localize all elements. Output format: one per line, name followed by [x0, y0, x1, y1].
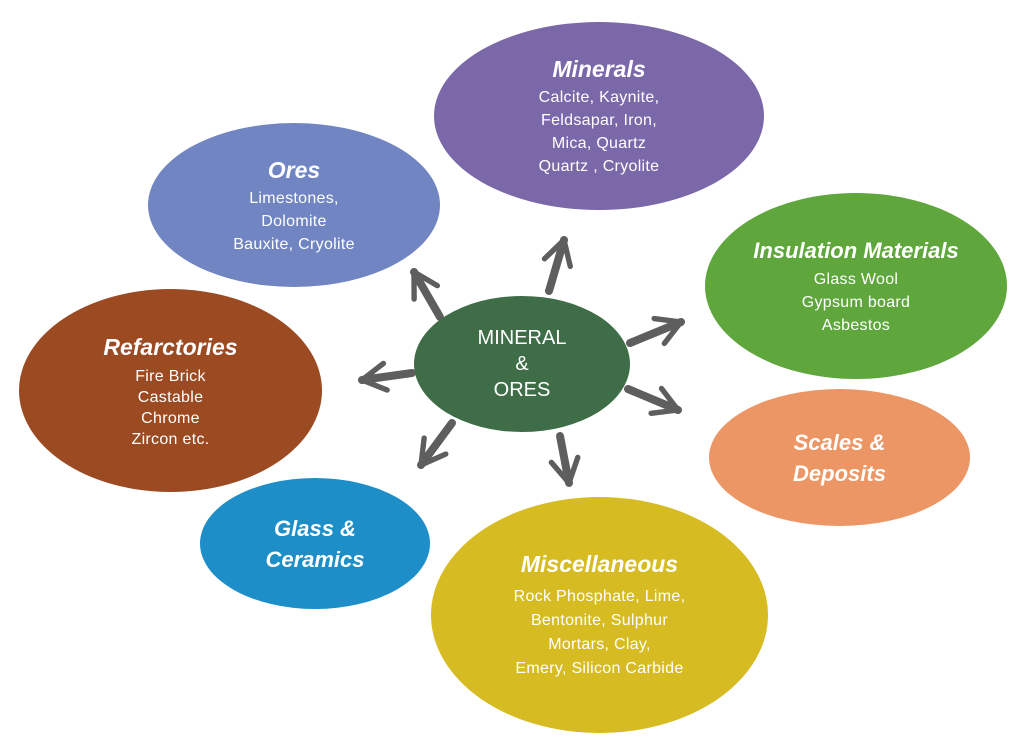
center-node: MINERAL & ORES	[414, 296, 630, 432]
glass-title-line: Glass &	[274, 515, 356, 541]
arrow-to-scales	[624, 385, 682, 416]
glass-ceramics-title: Glass & Ceramics	[265, 513, 364, 575]
misc-item: Rock Phosphate, Lime,	[513, 588, 686, 605]
minerals-item: Calcite, Kaynite,	[538, 89, 660, 106]
scales-title-line: Scales &	[793, 429, 886, 455]
arrow-to-minerals	[541, 236, 573, 295]
insulation-node: Insulation Materials Glass Wool Gypsum b…	[705, 193, 1007, 379]
miscellaneous-title: Miscellaneous	[520, 551, 679, 577]
minerals-item: Mica, Quartz	[551, 135, 647, 152]
scales-deposits-node: Scales & Deposits	[709, 389, 970, 526]
arrow-to-misc	[548, 432, 581, 487]
miscellaneous-items: Rock Phosphate, Lime, Bentonite, Sulphur…	[514, 585, 686, 681]
refractories-items: Fire Brick Castable Chrome Zircon etc.	[132, 366, 210, 450]
ores-title: Ores	[267, 156, 321, 183]
refractories-item: Castable	[137, 388, 204, 406]
insulation-item: Glass Wool	[813, 270, 899, 288]
center-title-line: ORES	[493, 379, 551, 401]
refractories-item: Fire Brick	[135, 367, 206, 385]
misc-item: Emery, Silicon Carbide	[515, 660, 684, 677]
glass-title-line: Ceramics	[265, 546, 365, 572]
minerals-title: Minerals	[552, 56, 646, 82]
misc-item: Bentonite, Sulphur	[530, 612, 669, 629]
insulation-items: Glass Wool Gypsum board Asbestos	[802, 268, 911, 337]
insulation-item: Gypsum board	[801, 293, 911, 311]
miscellaneous-node: Miscellaneous Rock Phosphate, Lime, Bent…	[431, 497, 768, 733]
arrow-to-ores	[410, 268, 444, 321]
insulation-title: Insulation Materials	[753, 237, 959, 263]
ores-items: Limestones, Dolomite Bauxite, Cryolite	[233, 187, 355, 256]
scales-title-line: Deposits	[793, 460, 886, 486]
center-title-line: MINERAL	[477, 327, 567, 349]
refractories-item: Chrome	[141, 409, 200, 427]
refractories-title: Refarctories	[103, 333, 238, 360]
arrow-to-refractories	[358, 360, 416, 393]
arrow-to-glass	[417, 419, 456, 469]
refractories-node: Refarctories Fire Brick Castable Chrome …	[19, 289, 322, 492]
arrow-to-insulation	[626, 315, 685, 347]
glass-ceramics-node: Glass & Ceramics	[200, 478, 430, 609]
scales-deposits-title: Scales & Deposits	[793, 427, 886, 489]
minerals-node: Minerals Calcite, Kaynite, Feldsapar, Ir…	[434, 22, 764, 210]
ores-item: Limestones,	[249, 189, 339, 207]
minerals-item: Feldsapar, Iron,	[541, 112, 657, 129]
center-title-line: &	[515, 353, 529, 375]
refractories-item: Zircon etc.	[131, 430, 210, 448]
ores-node: Ores Limestones, Dolomite Bauxite, Cryol…	[148, 123, 440, 287]
minerals-item: Quartz , Cryolite	[538, 158, 660, 175]
ores-item: Bauxite, Cryolite	[233, 235, 355, 253]
ores-item: Dolomite	[261, 212, 327, 230]
minerals-items: Calcite, Kaynite, Feldsapar, Iron, Mica,…	[539, 86, 660, 178]
insulation-item: Asbestos	[821, 316, 891, 334]
misc-item: Mortars, Clay,	[548, 636, 651, 653]
